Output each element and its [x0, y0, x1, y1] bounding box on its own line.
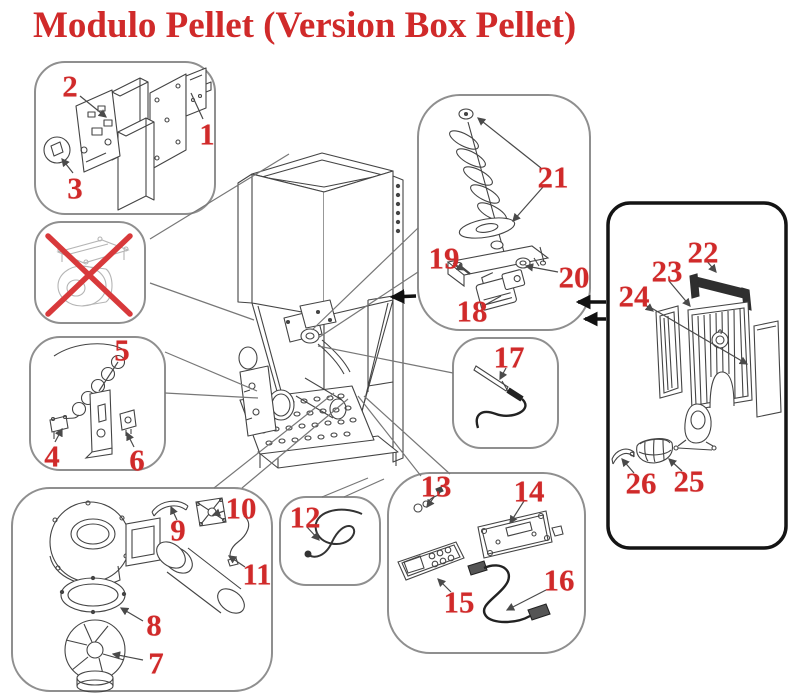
gasket-ring-part8	[59, 575, 127, 615]
page-title: Modulo Pellet (Version Box Pellet)	[33, 5, 577, 46]
stove-assembly-drawing	[237, 152, 404, 469]
control-parts-drawing	[397, 486, 564, 624]
fan-motor-part10	[195, 497, 227, 527]
firebox-panels-drawing	[611, 273, 782, 465]
callout-number-14: 14	[513, 473, 545, 509]
callout-number-20: 20	[558, 259, 590, 295]
motor-tube	[156, 541, 245, 614]
burnpot-bracket	[673, 403, 717, 451]
control-board-part14	[477, 510, 564, 559]
callout-number-2: 2	[62, 68, 78, 104]
callout-number-11: 11	[242, 556, 272, 592]
callout-number-19: 19	[428, 240, 460, 276]
fan-outlet	[125, 517, 161, 567]
burn-pot-part25	[636, 438, 674, 464]
callout-number-12: 12	[289, 499, 321, 535]
auger-flange-disc	[458, 217, 516, 239]
side-panel-right	[753, 320, 782, 418]
callout-number-21: 21	[537, 159, 569, 195]
callout-number-6: 6	[129, 442, 145, 478]
bushing-upper-21	[490, 240, 504, 250]
callout-number-9: 9	[170, 512, 186, 548]
igniter-drawing	[473, 365, 527, 429]
callout-number-23: 23	[651, 253, 683, 289]
callout-number-17: 17	[493, 339, 525, 375]
callout-number-16: 16	[543, 562, 575, 598]
callout-number-15: 15	[443, 584, 475, 620]
callout-number-18: 18	[456, 293, 488, 329]
thick-connectors	[389, 289, 606, 327]
callout-number-13: 13	[420, 468, 452, 504]
callout-number-3: 3	[67, 170, 83, 206]
handle-part26	[611, 448, 635, 465]
side-panel-left-part24	[655, 305, 683, 399]
crossout-x	[45, 233, 133, 317]
switch-part6	[119, 409, 137, 431]
electronics-drawing	[43, 67, 212, 211]
callout-arrows	[54, 92, 749, 661]
leader-lines	[149, 153, 454, 498]
back-panel-part23	[687, 301, 753, 411]
callout-number-26: 26	[625, 465, 657, 501]
sensors-drawing	[49, 343, 137, 459]
callout-number-22: 22	[687, 234, 719, 270]
display-unit-part15	[397, 541, 465, 581]
callout-number-7: 7	[148, 645, 164, 681]
gear-motor-part18	[475, 269, 526, 311]
chip-part3	[43, 136, 71, 164]
callout-number-8: 8	[146, 607, 162, 643]
gasket-cord-drawing	[304, 508, 363, 558]
callout-number-25: 25	[673, 463, 705, 499]
callout-number-10: 10	[225, 490, 257, 526]
callout-number-4: 4	[44, 438, 60, 474]
bracket-part9	[151, 500, 189, 517]
smoke-fan-drawing	[49, 497, 250, 693]
impeller-part7	[64, 619, 126, 693]
cable-part16	[467, 560, 551, 624]
box-gasket-cord	[279, 496, 381, 586]
box-igniter	[452, 337, 559, 449]
callout-number-24: 24	[618, 278, 650, 314]
display-board-part1	[185, 67, 207, 117]
callout-number-5: 5	[114, 332, 130, 368]
callout-number-1: 1	[199, 116, 215, 152]
